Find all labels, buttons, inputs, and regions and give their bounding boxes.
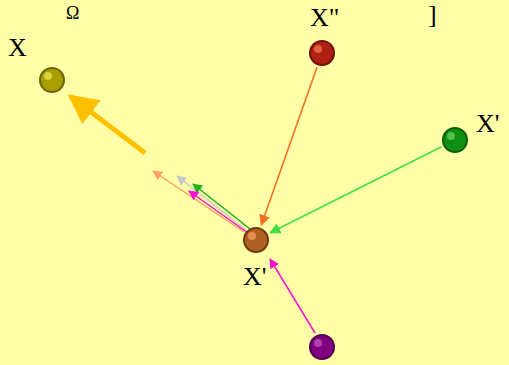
ball-shape [243, 227, 269, 253]
ball-shape [442, 127, 468, 153]
ball-shape [39, 67, 65, 93]
ball-label: X [8, 34, 27, 62]
force-arrow [261, 67, 317, 225]
ball-node: X [39, 67, 65, 93]
ball-label: X" [310, 4, 339, 32]
ball-shape [309, 40, 335, 66]
free-label: Ω [66, 4, 79, 22]
ball-label: X' [243, 263, 266, 291]
ball-label: X' [476, 110, 499, 138]
ball-node: X" [309, 40, 335, 66]
ball-node: X' [243, 227, 269, 253]
free-label: ] [428, 2, 437, 28]
force-arrow [270, 147, 441, 233]
ball-node: X' [442, 127, 468, 153]
